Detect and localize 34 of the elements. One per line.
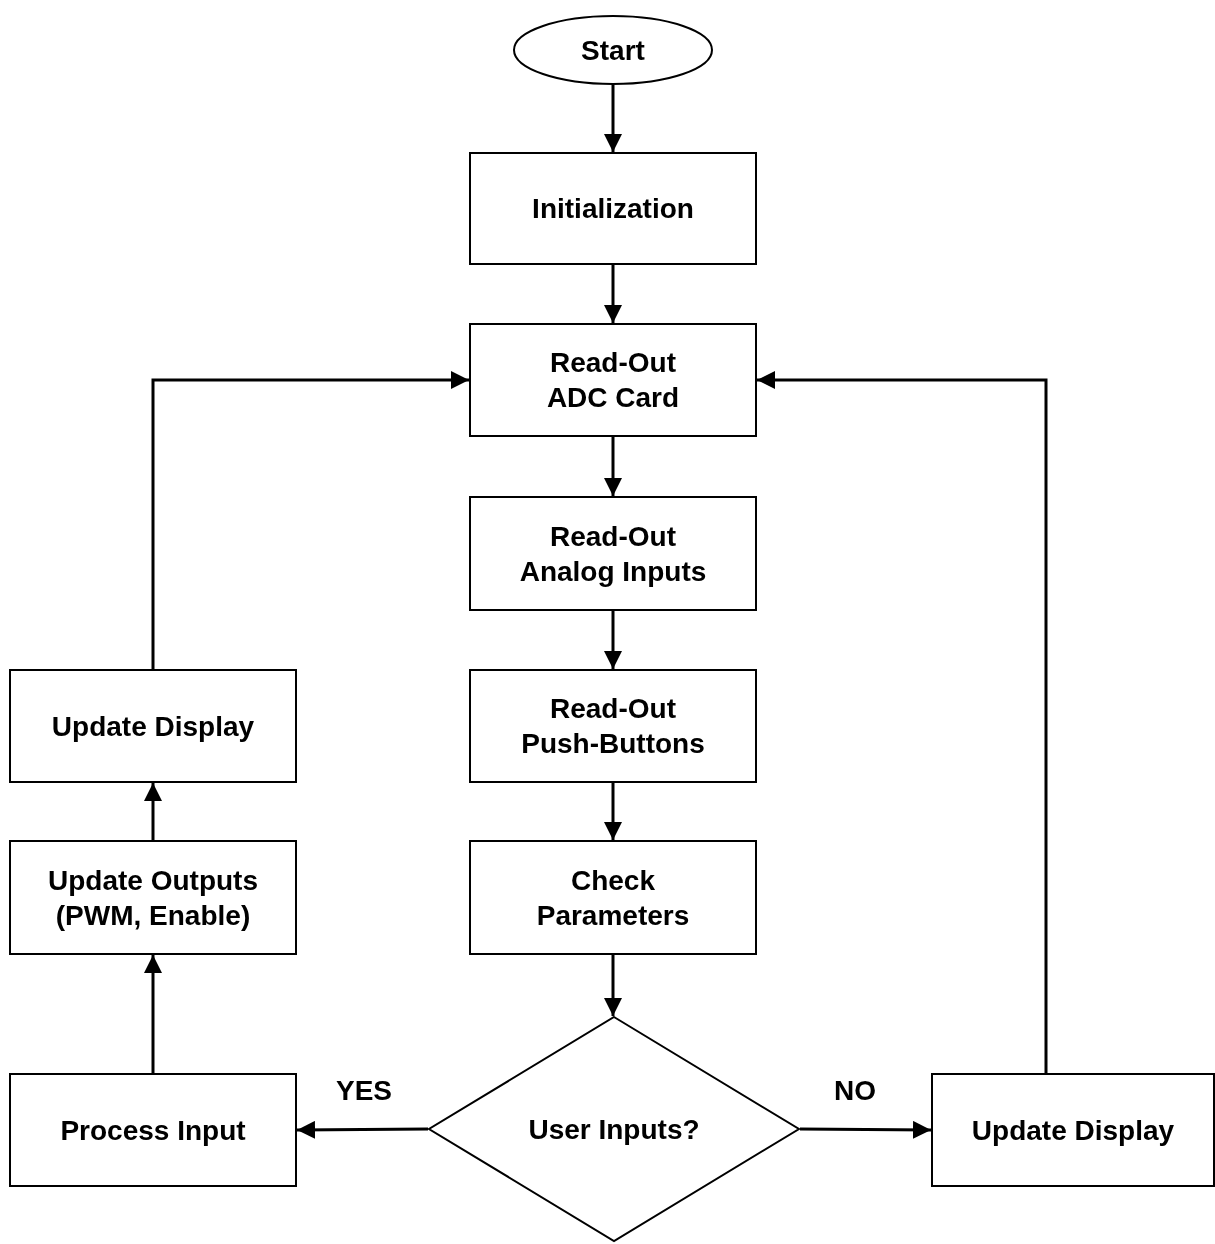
- node-label: Read-Out Analog Inputs: [518, 519, 708, 589]
- arrow: [604, 955, 622, 1016]
- arrow: [800, 1120, 931, 1139]
- node-label: Initialization: [532, 192, 694, 226]
- process-box: [9, 669, 297, 783]
- arrow: [297, 1120, 428, 1139]
- process-box: [9, 840, 297, 955]
- process-box: [9, 1073, 297, 1187]
- node-label: Read-Out ADC Card: [545, 346, 681, 415]
- arrow: [151, 371, 469, 669]
- node-label: Check Parameters: [535, 863, 691, 933]
- node-label: User Inputs?: [528, 1112, 700, 1147]
- node-label: Process Input: [60, 1113, 246, 1148]
- arrow: [604, 437, 622, 496]
- node-label: Start: [581, 33, 645, 68]
- arrow: [757, 371, 1048, 1073]
- arrow: [604, 265, 622, 323]
- arrow: [604, 611, 622, 669]
- node-label: Read-Out Push-Buttons: [520, 692, 706, 761]
- node-label: Update Outputs (PWM, Enable): [47, 863, 259, 933]
- process-box: [469, 152, 757, 265]
- process-box: [469, 323, 757, 437]
- arrow: [144, 783, 162, 840]
- node-label: Update Display: [971, 1113, 1175, 1148]
- decision-diamond: [428, 1016, 800, 1242]
- arrow: [604, 85, 622, 152]
- arrow: [604, 783, 622, 840]
- process-box: [469, 669, 757, 783]
- node-label: Update Display: [51, 709, 255, 744]
- arrow: [144, 955, 162, 1073]
- terminal-ellipse: [513, 15, 713, 85]
- process-box: [931, 1073, 1215, 1187]
- process-box: [469, 840, 757, 955]
- process-box: [469, 496, 757, 611]
